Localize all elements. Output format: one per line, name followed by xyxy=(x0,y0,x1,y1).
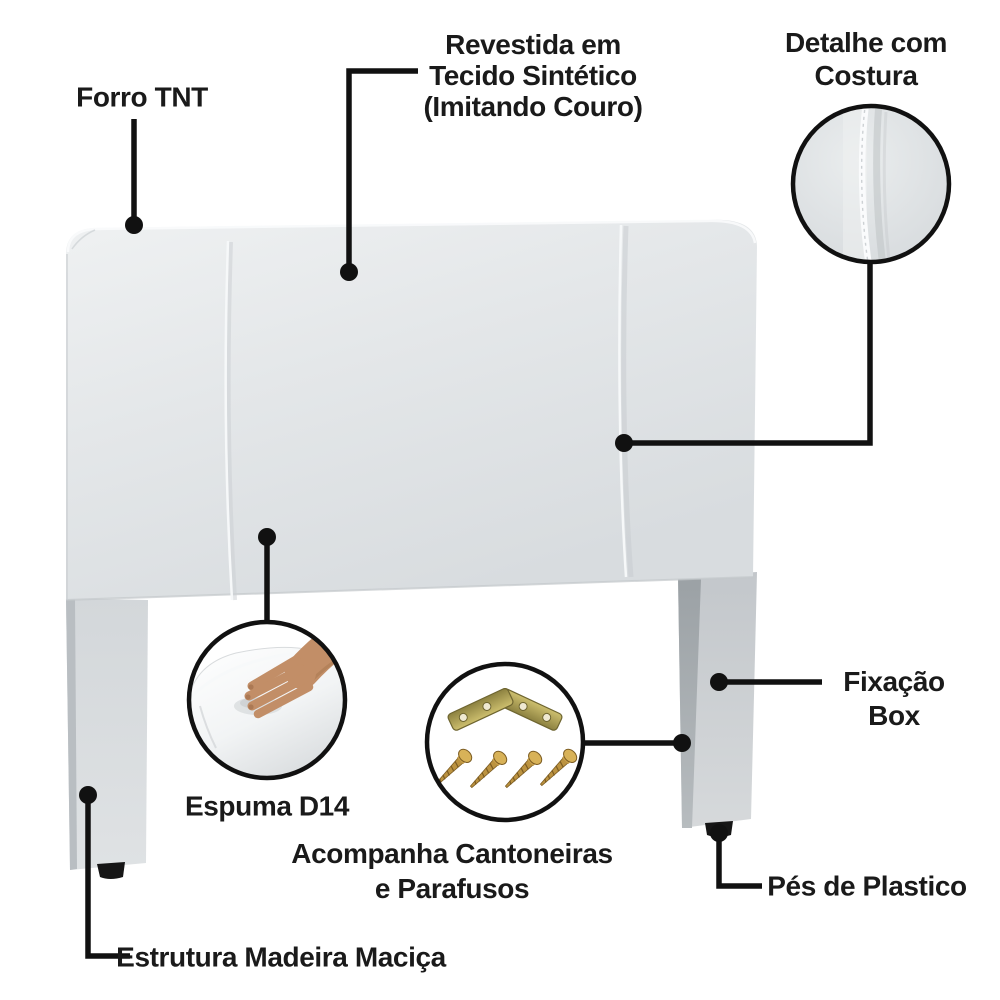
headboard-leg-left xyxy=(66,598,148,879)
callout-line-revestimento xyxy=(346,68,418,272)
pressing-hand xyxy=(244,623,344,719)
label-espuma: Espuma D14 xyxy=(185,791,349,822)
label-cantoneiras-line1: Acompanha Cantoneiras xyxy=(291,838,613,869)
label-estrutura: Estrutura Madeira Maciça xyxy=(116,942,446,973)
panel-seam-left xyxy=(224,240,237,601)
callout-lines xyxy=(79,68,873,959)
plastic-foot-left xyxy=(97,862,125,879)
label-forro-tnt-text: Forro TNT xyxy=(76,81,208,113)
label-fixacao-box: Fixação Box xyxy=(843,665,945,733)
leg-left-edge-shade xyxy=(66,598,77,870)
callout-dot-forro xyxy=(125,216,143,234)
label-revestimento-line2: Tecido Sintético xyxy=(429,60,637,91)
foam-detail-circle xyxy=(186,619,348,781)
label-detalhe-costura: Detalhe com Costura xyxy=(784,26,948,92)
label-fixacao-line2: Box xyxy=(868,700,920,731)
label-pes-plastico: Pés de Plastico xyxy=(767,870,967,902)
callout-dot-costura xyxy=(615,434,633,452)
label-revestimento: Revestida em Tecido Sintético (Imitando … xyxy=(423,29,643,122)
foam-detail-content xyxy=(190,623,344,777)
label-estrutura-text: Estrutura Madeira Maciça xyxy=(116,941,446,973)
corner-crease xyxy=(71,229,96,250)
panel-top-highlight xyxy=(66,219,757,253)
headboard-panel xyxy=(65,219,757,601)
hardware-detail-circle xyxy=(424,661,586,823)
headboard-leg-right xyxy=(678,572,757,837)
screw xyxy=(469,750,508,789)
stitch-detail-circle xyxy=(790,103,952,265)
callout-dot-pes xyxy=(710,824,728,842)
callout-line-pes xyxy=(716,833,762,889)
callout-dot-estrutura xyxy=(79,786,97,804)
callout-line-costura xyxy=(627,262,873,446)
screw xyxy=(504,750,543,789)
panel-bottom-edge xyxy=(65,576,754,601)
label-detalhe-line1: Detalhe com xyxy=(784,27,948,58)
label-detalhe-line2: Costura xyxy=(814,60,918,91)
label-revestimento-line1: Revestida em xyxy=(445,29,621,60)
label-espuma-text: Espuma D14 xyxy=(184,790,350,822)
callout-line-estrutura xyxy=(85,795,130,959)
label-fixacao-line1: Fixação xyxy=(843,666,945,697)
seam-piping xyxy=(858,107,873,261)
panel-seam-right xyxy=(618,224,634,578)
callout-dot-revestimento xyxy=(340,263,358,281)
screws xyxy=(434,748,578,789)
label-cantoneiras: Acompanha Cantoneiras e Parafusos xyxy=(291,836,613,906)
label-cantoneiras-line2: e Parafusos xyxy=(374,873,530,904)
label-forro-tnt: Forro TNT xyxy=(76,82,208,113)
headboard-illustration xyxy=(65,219,757,879)
callout-dot-fixacao xyxy=(710,673,728,691)
callout-dot-espuma xyxy=(258,528,276,546)
label-pes-text: Pés de Plastico xyxy=(767,870,967,902)
corner-bracket xyxy=(447,688,563,731)
callout-dot-cantoneiras xyxy=(673,734,691,752)
hardware-detail-content xyxy=(434,688,578,789)
screw xyxy=(539,748,578,787)
label-revestimento-line3: (Imitando Couro) xyxy=(423,91,643,122)
leg-right-side-face xyxy=(678,576,701,828)
stitch-detail-content xyxy=(843,107,891,261)
